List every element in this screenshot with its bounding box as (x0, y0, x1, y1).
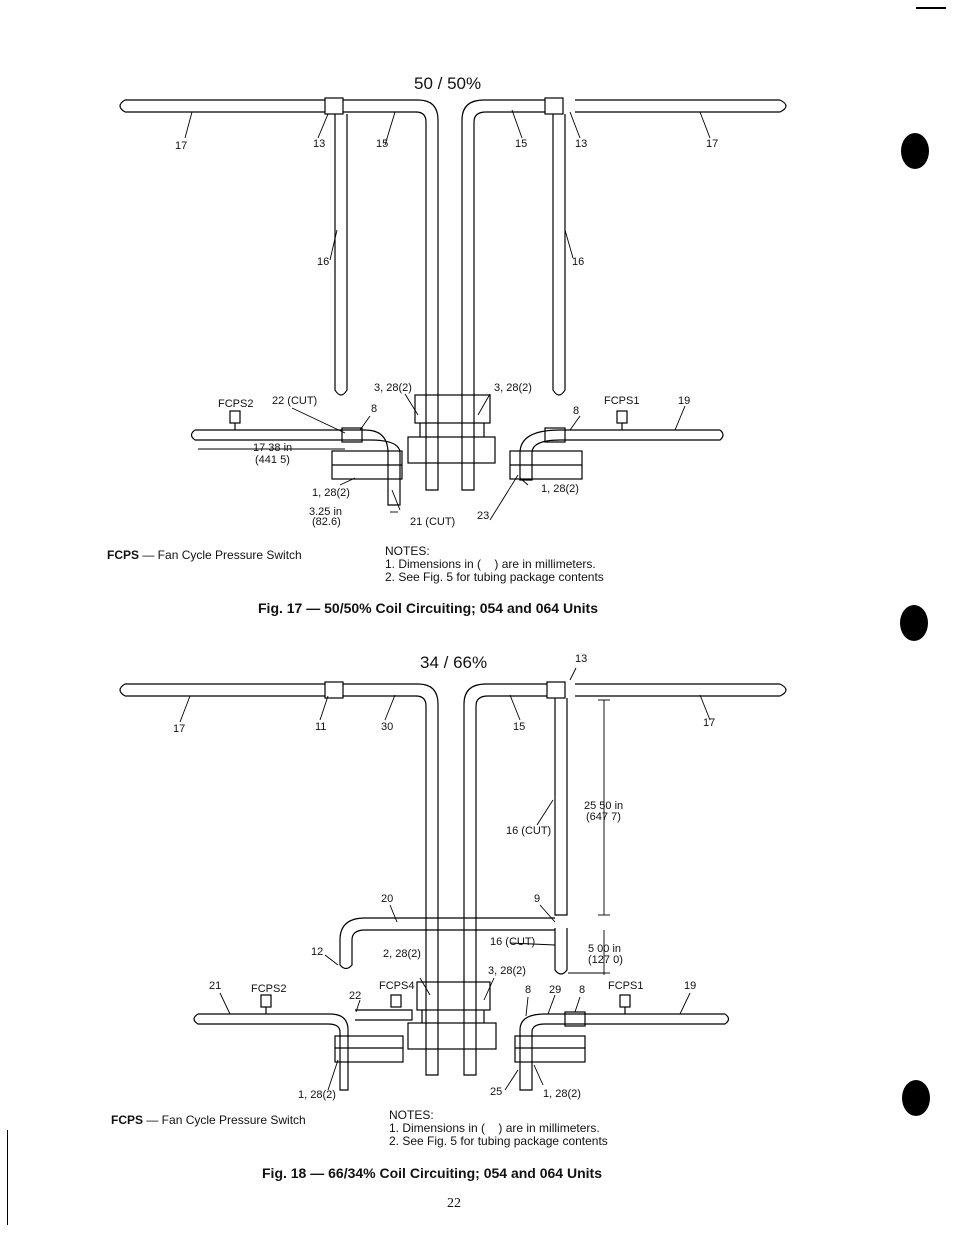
callout-16-cut: 16 (CUT) (506, 825, 552, 837)
figure-caption: Fig. 18 — 66/34% Coil Circuiting; 054 an… (262, 1165, 602, 1181)
registration-dot (900, 605, 928, 641)
registration-dot (901, 133, 929, 169)
dimension-length: 17 38 in (253, 442, 293, 454)
callout-25: 25 (490, 1086, 503, 1098)
callout-13: 13 (575, 653, 588, 665)
callout-17: 17 (173, 723, 186, 735)
callout-29: 29 (549, 984, 562, 996)
callout-21: 21 (209, 980, 222, 992)
callout-15: 15 (515, 138, 528, 150)
callout-8: 8 (573, 405, 580, 417)
callout-15: 15 (513, 721, 526, 733)
fcps1-label: FCPS1 (604, 395, 640, 407)
callout-16: 16 (572, 256, 585, 268)
callout-3-28: 3, 28(2) (374, 382, 412, 394)
legend-abbr: FCPS (111, 1113, 144, 1127)
callout-21-cut: 21 (CUT) (410, 516, 456, 528)
legend: FCPS — Fan Cycle Pressure Switch (107, 548, 302, 562)
callout-30: 30 (381, 721, 394, 733)
dimension-metric: (647 7) (586, 811, 621, 823)
notes-title: NOTES: (389, 1108, 434, 1122)
callout-20: 20 (381, 893, 394, 905)
dimension-length: 5 00 in (588, 943, 622, 955)
callout-8: 8 (371, 403, 378, 415)
figure-caption: Fig. 17 — 50/50% Coil Circuiting; 054 an… (258, 600, 598, 616)
note-item: 1. Dimensions in ( ) are in millimeters. (385, 557, 596, 571)
corner-mark (916, 7, 946, 9)
coil-circuit-diagram (119, 97, 787, 521)
callout-13: 13 (313, 138, 326, 150)
dimension-metric: (127 0) (588, 954, 623, 966)
page-number: 22 (447, 1196, 461, 1211)
note-item: 1. Dimensions in ( ) are in millimeters. (389, 1121, 600, 1135)
callout-19: 19 (678, 395, 691, 407)
notes-title: NOTES: (385, 544, 430, 558)
callout-2-28: 2, 28(2) (383, 948, 421, 960)
callout-1-28: 1, 28(2) (312, 487, 350, 499)
callout-3-28: 3, 28(2) (494, 382, 532, 394)
dimension-length: 25 50 in (584, 800, 624, 812)
callout-17: 17 (703, 717, 716, 729)
callout-22: 22 (349, 990, 362, 1002)
callout-12: 12 (311, 946, 324, 958)
legend-text: — Fan Cycle Pressure Switch (139, 548, 302, 562)
legend-text: — Fan Cycle Pressure Switch (143, 1113, 306, 1127)
callout-19: 19 (684, 980, 697, 992)
callout-16-cut: 16 (CUT) (490, 936, 536, 948)
callout-3-28: 3, 28(2) (488, 965, 526, 977)
callout-8: 8 (525, 984, 532, 996)
callout-23: 23 (477, 510, 490, 522)
dimension-metric: (82.6) (312, 516, 341, 528)
legend: FCPS — Fan Cycle Pressure Switch (111, 1113, 306, 1127)
callout-8: 8 (579, 984, 586, 996)
callout-17: 17 (706, 138, 719, 150)
notes: NOTES: 1. Dimensions in ( ) are in milli… (385, 545, 604, 584)
binding-line (7, 1130, 8, 1225)
note-item: 2. See Fig. 5 for tubing package content… (385, 570, 604, 584)
fcps4-label: FCPS4 (379, 980, 415, 992)
fcps2-label: FCPS2 (251, 983, 287, 995)
figure-heading: 50 / 50% (414, 74, 482, 93)
dimension-metric: (441 5) (255, 454, 290, 466)
coil-circuit-diagram (119, 667, 787, 1091)
callout-13: 13 (575, 138, 588, 150)
callout-16: 16 (317, 256, 330, 268)
note-item: 2. See Fig. 5 for tubing package content… (389, 1134, 608, 1148)
fcps2-label: FCPS2 (218, 398, 254, 410)
figure-heading: 34 / 66% (420, 653, 488, 672)
registration-dot (902, 1080, 930, 1116)
callout-22-cut: 22 (CUT) (272, 395, 318, 407)
callout-15: 15 (376, 138, 389, 150)
callout-1-28: 1, 28(2) (541, 483, 579, 495)
callout-1-28: 1, 28(2) (298, 1089, 336, 1101)
fcps1-label: FCPS1 (608, 980, 644, 992)
callout-1-28: 1, 28(2) (543, 1088, 581, 1100)
legend-abbr: FCPS (107, 548, 140, 562)
callout-11: 11 (315, 721, 327, 733)
notes: NOTES: 1. Dimensions in ( ) are in milli… (389, 1109, 608, 1148)
callout-17: 17 (175, 140, 188, 152)
callout-9: 9 (534, 893, 541, 905)
dimension-length: 3.25 in (309, 506, 343, 518)
